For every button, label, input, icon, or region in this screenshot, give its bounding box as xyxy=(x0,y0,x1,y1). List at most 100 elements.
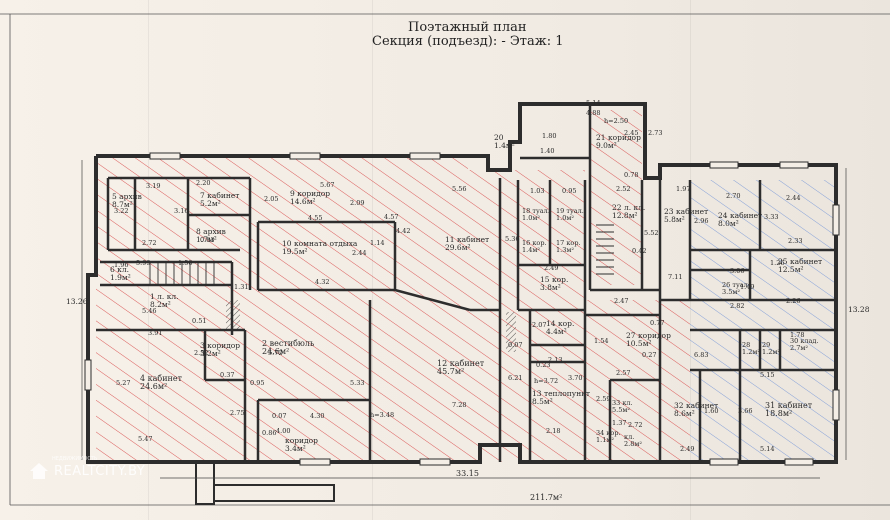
dimension-label: h=3.72 xyxy=(534,377,559,385)
dimension-label: 2.18 xyxy=(546,427,561,435)
room-label: 26 туал.3.5м² xyxy=(722,281,750,296)
dimension-label: 4.57 xyxy=(384,213,399,221)
room-label: 17 кор.1.3м² xyxy=(556,239,581,254)
dimension-label: h=3.48 xyxy=(370,411,395,419)
dimension-label: 4.00 xyxy=(276,427,291,435)
dimension-label: 1.60 xyxy=(704,407,719,415)
dimension-label: h=2.50 xyxy=(604,117,629,125)
dimension-label: 6.21 xyxy=(508,374,523,382)
dimension-label: 3.22 xyxy=(114,207,129,215)
dimension-label: 1.78 xyxy=(790,331,805,339)
dimension-label: 7.11 xyxy=(668,273,683,281)
dimension-label: 5.52 xyxy=(644,229,659,237)
dimension-label: 4.42 xyxy=(396,227,411,235)
dimension-label: 13.28 xyxy=(848,305,870,314)
dimension-label: 2.44 xyxy=(352,249,367,257)
dimension-label: 0.95 xyxy=(250,379,265,387)
room-label: 22 л. кл.12.8м² xyxy=(612,203,646,220)
dimension-label: 2.05 xyxy=(264,195,279,203)
dimension-label: 0.77 xyxy=(650,319,665,327)
dimension-label: 2.72 xyxy=(628,421,643,429)
dimension-label: 5.99 xyxy=(136,259,151,267)
dimension-label: 13.26 xyxy=(66,297,88,306)
plan-subtitle: Секция (подъезд): - Этаж: 1 xyxy=(372,34,564,49)
dimension-label: 3.70 xyxy=(568,374,583,382)
dimension-label: 5.15 xyxy=(760,371,775,379)
dimension-label: 3.06 xyxy=(730,267,745,275)
dimension-label: 0.95 xyxy=(562,187,577,195)
dimension-label: 0.86 xyxy=(262,429,277,437)
dimension-label: 1.96 xyxy=(114,261,129,269)
dimension-label: 5.56 xyxy=(452,185,467,193)
dimension-label: 5.72 xyxy=(268,349,283,357)
dimension-label: 7.28 xyxy=(452,401,467,409)
room-label: 1 л. кл.8.2м² xyxy=(150,292,179,309)
room-label: 14 кор.4.4м² xyxy=(546,319,575,336)
dimension-label: 2.52 xyxy=(194,349,209,357)
dimension-label: 4.88 xyxy=(586,109,601,117)
dimension-label: 0.51 xyxy=(192,317,207,325)
dimension-label: 2.49 xyxy=(680,445,695,453)
house-icon xyxy=(30,463,48,479)
dimension-label: 0.83 xyxy=(200,236,215,244)
dimension-label: 4.30 xyxy=(310,412,325,420)
dimension-label: 2.13 xyxy=(548,356,563,364)
dimension-label: 2.49 xyxy=(544,264,559,272)
dimension-label: 2.82 xyxy=(730,302,745,310)
plan-title: Поэтажный план xyxy=(408,20,527,35)
dimension-label: 2.52 xyxy=(616,185,631,193)
overall-length: 33.15 xyxy=(456,469,479,478)
windows xyxy=(84,152,840,466)
dimension-label: 0.07 xyxy=(272,412,287,420)
dimension-label: 2.45 xyxy=(624,129,639,137)
dimension-label: 1.50 xyxy=(178,259,193,267)
room-label: 19 туал.1.0м² xyxy=(556,207,584,222)
dimension-label: 2.59 xyxy=(596,395,611,403)
dimension-label: 1.26 xyxy=(770,259,785,267)
dimension-label: 3.16 xyxy=(174,207,189,215)
room-label: 30 клад.2.7м² xyxy=(790,337,819,352)
dimension-label: 5.67 xyxy=(320,181,335,189)
dimension-label: 5.27 xyxy=(116,379,131,387)
dimension-label: 1.37 xyxy=(612,419,627,427)
total-area: 211.7м² xyxy=(530,493,563,502)
dimension-label: 2.73 xyxy=(648,129,663,137)
dimension-label: 1.97 xyxy=(676,185,691,193)
dimension-label: 4.32 xyxy=(315,278,330,286)
room-label: 18 туал.1.0м² xyxy=(522,207,550,222)
dimension-label: 1.03 xyxy=(530,187,545,195)
room-label: кл.2.8м² xyxy=(624,433,642,448)
dimension-label: 2.07 xyxy=(532,321,547,329)
dimension-label: 1.54 xyxy=(594,337,609,345)
room-label: 33 кл.5.5м² xyxy=(612,399,633,414)
dimension-label: 0.78 xyxy=(624,171,639,179)
dimension-label: 2.70 xyxy=(726,192,741,200)
dimension-label: 5.36 xyxy=(505,235,520,243)
dimension-label: 2.33 xyxy=(788,237,803,245)
dimension-label: 2.75 xyxy=(230,409,245,417)
room-label: 34 кор.1.1м² xyxy=(596,429,621,444)
dimension-label: 4.55 xyxy=(308,214,323,222)
inner-walls xyxy=(96,104,836,462)
dimension-label: 2.44 xyxy=(786,194,801,202)
watermark-small: НЕДВИЖИМОСТЬ xyxy=(52,456,98,462)
dimension-label: 2.09 xyxy=(350,199,365,207)
dimension-label: 0.42 xyxy=(632,247,647,255)
dimension-label: 0.23 xyxy=(536,361,551,369)
